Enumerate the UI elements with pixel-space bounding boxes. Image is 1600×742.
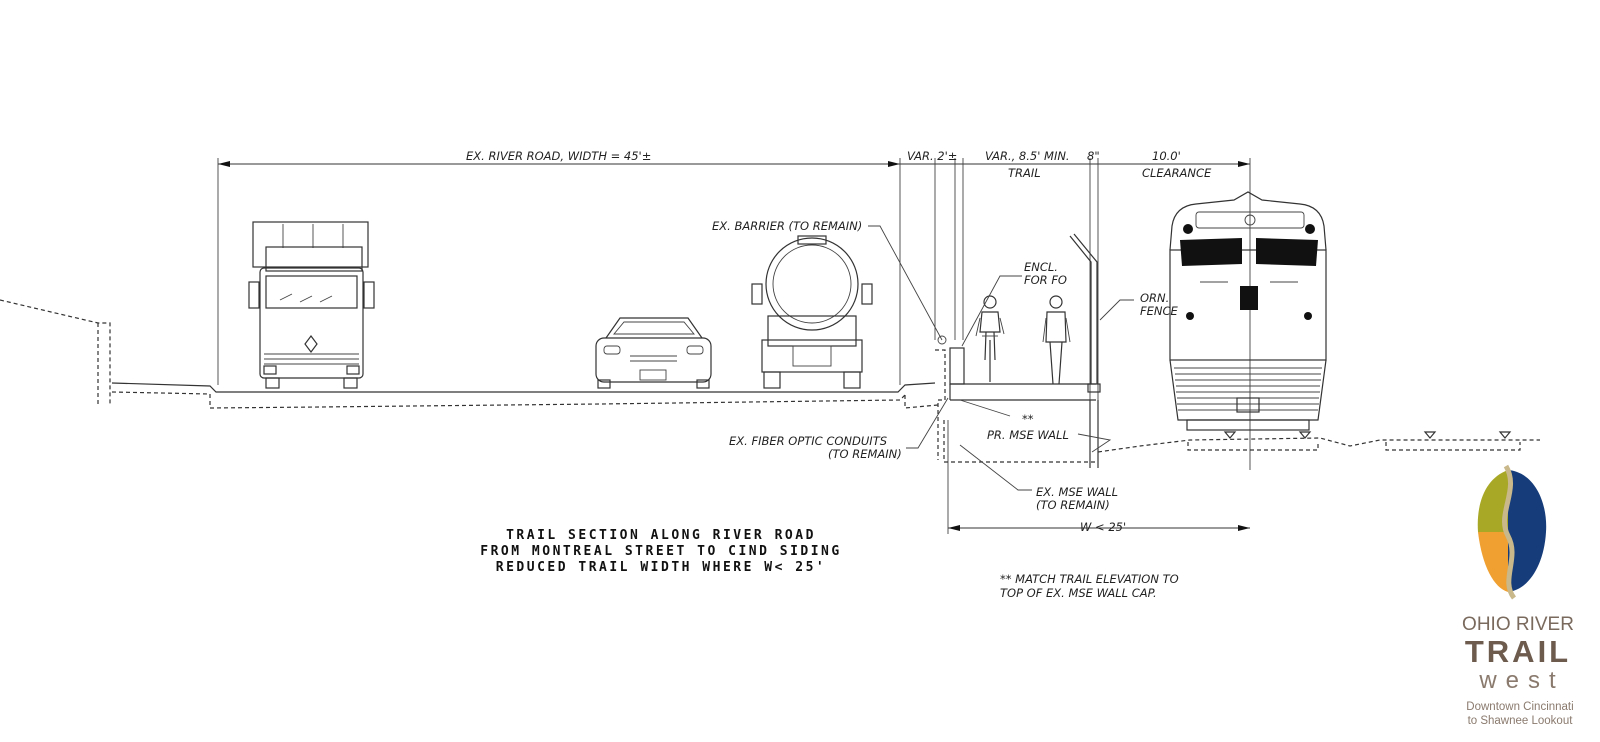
section-title-line-2: FROM MONTREAL STREET TO CIND SIDING <box>480 544 841 559</box>
var-2-label: VAR. 2'± <box>907 149 957 163</box>
fiber-label-2: (TO REMAIN) <box>828 447 902 461</box>
barrier-icon <box>935 335 1101 468</box>
logo-line-3: west <box>1478 667 1564 694</box>
tanker-truck-icon <box>751 235 873 389</box>
clearance-value-label: 10.0' <box>1152 149 1181 163</box>
cyclist-icon <box>975 295 1005 382</box>
logo-tagline-1: Downtown Cincinnati <box>1466 701 1573 713</box>
fence-label-2: FENCE <box>1140 304 1179 318</box>
clearance-label: CLEARANCE <box>1142 166 1212 180</box>
ex-mse-label-2: (TO REMAIN) <box>1036 498 1110 512</box>
ex-mse-label-1: EX. MSE WALL <box>1036 485 1118 499</box>
dimension-lines <box>217 158 1251 534</box>
pr-mse-label: PR. MSE WALL <box>987 428 1069 442</box>
ohio-river-trail-logo: OHIO RIVER TRAIL west Downtown Cincinnat… <box>1462 464 1574 727</box>
barrier-label: EX. BARRIER (TO REMAIN) <box>712 219 862 233</box>
logo-line-2: TRAIL <box>1465 634 1571 669</box>
logo-tagline-2: to Shawnee Lookout <box>1468 715 1574 727</box>
eight-inch-label: 8" <box>1087 149 1100 163</box>
encl-label-2: FOR FO <box>1024 273 1067 287</box>
section-title-line-3: REDUCED TRAIL WIDTH WHERE W< 25' <box>496 560 826 575</box>
dump-truck-icon <box>248 221 375 389</box>
logo-line-1: OHIO RIVER <box>1462 614 1574 635</box>
trail-label: TRAIL <box>1008 166 1041 180</box>
leader-lines <box>868 225 1134 491</box>
car-icon <box>595 317 712 389</box>
ornamental-fence-icon <box>1069 233 1098 384</box>
railroad-tracks <box>1097 431 1540 453</box>
w-limit-label: W < 25' <box>1080 520 1126 534</box>
pedestrian-icon <box>1042 295 1071 385</box>
locomotive-icon <box>1169 191 1327 431</box>
encl-label-1: ENCL. <box>1024 260 1058 274</box>
logo-mark-icon <box>1477 464 1547 600</box>
fence-label-1: ORN. <box>1140 291 1169 305</box>
note-line-1: ** MATCH TRAIL ELEVATION TO <box>1000 572 1179 586</box>
road-width-label: EX. RIVER ROAD, WIDTH = 45'± <box>466 149 651 163</box>
section-title-line-1: TRAIL SECTION ALONG RIVER ROAD <box>506 528 816 543</box>
ground-profile <box>0 299 939 409</box>
double-star-label: ** <box>1022 412 1034 426</box>
fiber-label-1: EX. FIBER OPTIC CONDUITS <box>729 434 887 448</box>
note-line-2: TOP OF EX. MSE WALL CAP. <box>1000 586 1157 600</box>
trail-width-label: VAR., 8.5' MIN. <box>985 149 1070 163</box>
